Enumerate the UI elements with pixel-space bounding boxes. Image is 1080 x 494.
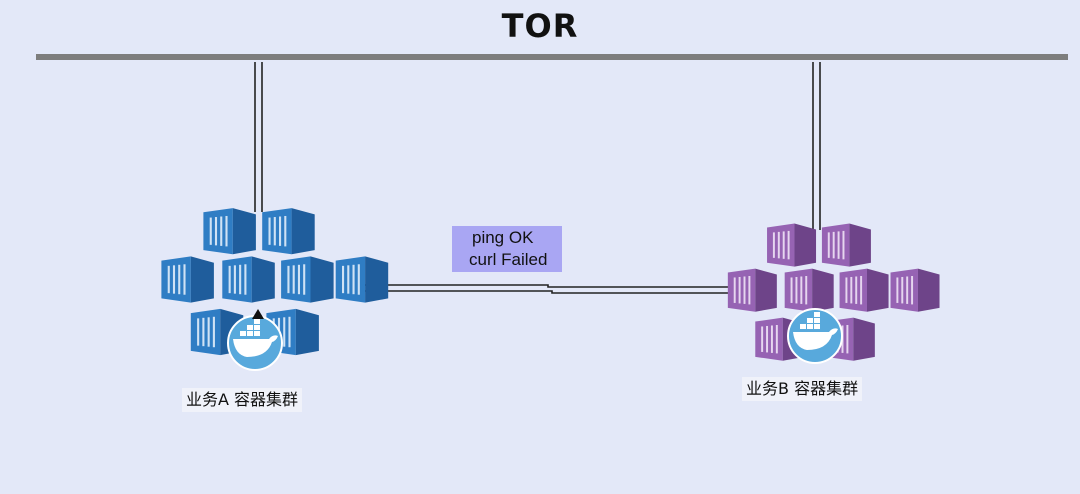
uplink-b <box>812 62 821 230</box>
container-icon <box>784 268 834 312</box>
docker-whale-icon <box>227 315 283 371</box>
link-note: ping OK curl Failed <box>452 226 562 272</box>
container-icon <box>161 256 214 303</box>
cursor-arrow-icon <box>252 309 264 319</box>
container-icon <box>821 223 871 267</box>
container-icon <box>222 256 275 303</box>
cluster-a-icon <box>161 208 389 371</box>
curl-status: curl Failed <box>469 250 548 269</box>
container-icon <box>839 268 889 312</box>
container-icon <box>335 256 389 303</box>
cluster-b-label: 业务B 容器集群 <box>742 377 863 401</box>
docker-whale-icon <box>787 308 843 364</box>
container-icon <box>262 208 315 255</box>
container-icon <box>203 208 256 255</box>
cluster-a-label: 业务A 容器集群 <box>182 388 303 412</box>
cluster-b-icon <box>727 223 940 364</box>
uplink-a <box>254 62 263 212</box>
tor-label: TOR <box>501 7 579 45</box>
container-icon <box>767 223 817 267</box>
container-icon <box>727 268 777 312</box>
container-icon <box>281 256 334 303</box>
cluster-link <box>348 284 752 294</box>
ping-status: ping OK <box>472 228 534 247</box>
container-icon <box>890 268 940 312</box>
